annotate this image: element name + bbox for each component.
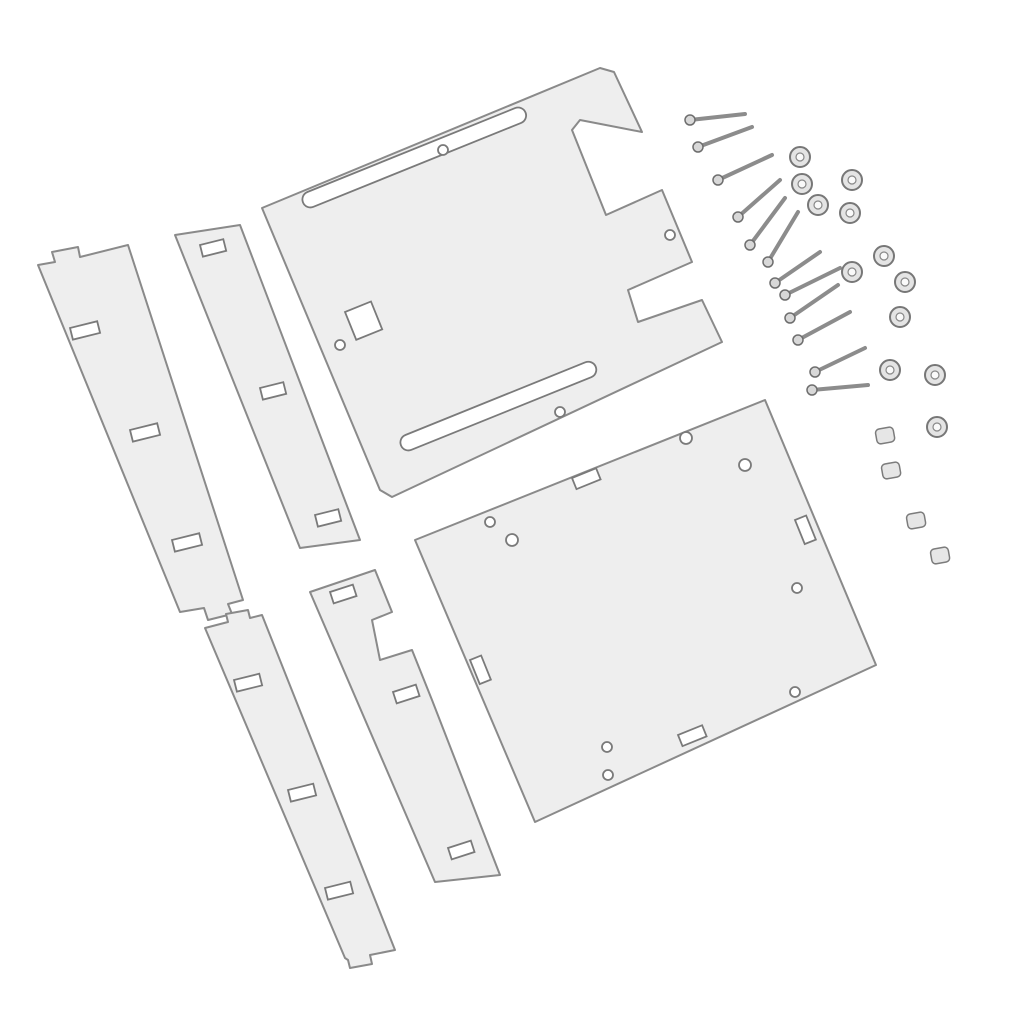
screw — [809, 346, 867, 378]
screw — [784, 283, 840, 324]
nut — [873, 245, 895, 267]
screw — [769, 250, 822, 289]
bottom-plate — [414, 399, 877, 823]
screw — [762, 210, 800, 268]
nut — [889, 306, 911, 328]
nuts — [789, 146, 948, 438]
spacers — [874, 426, 951, 565]
spacer — [880, 461, 902, 480]
nut — [926, 416, 948, 438]
screw — [806, 383, 870, 396]
screw — [732, 178, 782, 223]
spacer — [905, 511, 927, 530]
nut — [841, 261, 863, 283]
nut — [789, 146, 811, 168]
screw — [692, 125, 754, 153]
side-panel-left — [37, 244, 244, 621]
nut — [839, 202, 861, 224]
nut — [841, 169, 863, 191]
screw — [744, 196, 787, 251]
nut — [791, 173, 813, 195]
side-panel-lower-right — [309, 569, 501, 883]
screws — [684, 112, 870, 396]
nut — [807, 194, 829, 216]
screw — [792, 310, 852, 346]
nut — [879, 359, 901, 381]
screw — [779, 266, 842, 301]
side-panel-middle — [174, 224, 361, 549]
nut — [924, 364, 946, 386]
side-panel-lower-left — [204, 609, 396, 969]
screw — [684, 112, 747, 126]
spacer — [874, 426, 896, 445]
screw — [712, 153, 774, 186]
nut — [894, 271, 916, 293]
spacer — [929, 546, 951, 565]
top-plate — [261, 67, 723, 498]
